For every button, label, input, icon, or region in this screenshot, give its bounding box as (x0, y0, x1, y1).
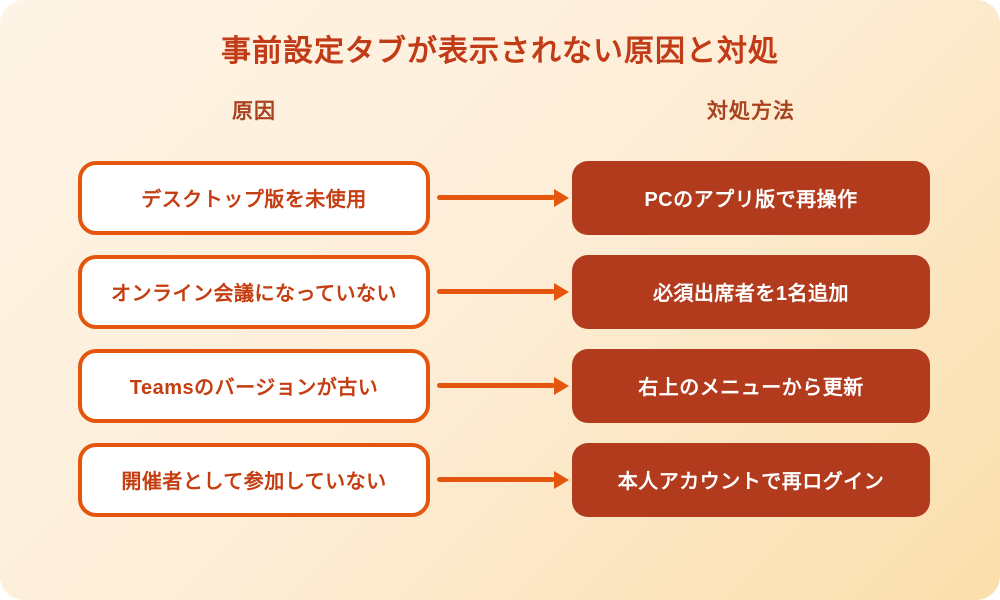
diagram-row: Teamsのバージョンが古い 右上のメニューから更新 (0, 348, 1000, 423)
cause-label: 開催者として参加していない (121, 471, 387, 493)
diagram-row: オンライン会議になっていない 必須出席者を1名追加 (0, 254, 1000, 329)
remedy-box: PCのアプリ版で再操作 (572, 160, 930, 235)
cause-label: Teamsのバージョンが古い (129, 377, 379, 399)
cause-label: オンライン会議になっていない (111, 283, 397, 305)
column-header-remedy: 対処方法 (707, 99, 795, 123)
arrow-head (554, 376, 569, 395)
cause-box: デスクトップ版を未使用 (78, 160, 430, 235)
cause-box: 開催者として参加していない (78, 442, 430, 517)
cause-box: Teamsのバージョンが古い (78, 348, 430, 423)
arrow-line (437, 195, 555, 200)
column-header-cause: 原因 (232, 99, 276, 123)
arrow-right-icon (430, 188, 572, 207)
arrow-line (437, 477, 555, 482)
diagram-row: 開催者として参加していない 本人アカウントで再ログイン (0, 442, 1000, 517)
cause-label: デスクトップ版を未使用 (141, 189, 367, 211)
column-headers: 原因 対処方法 (0, 95, 1000, 125)
diagram-row: デスクトップ版を未使用 PCのアプリ版で再操作 (0, 160, 1000, 235)
arrow-right-icon (430, 282, 572, 301)
remedy-label: PCのアプリ版で再操作 (644, 189, 858, 211)
remedy-box: 右上のメニューから更新 (572, 348, 930, 423)
arrow-head (554, 470, 569, 489)
remedy-label: 必須出席者を1名追加 (652, 283, 850, 305)
arrow-right-icon (430, 376, 572, 395)
remedy-box: 本人アカウントで再ログイン (572, 442, 930, 517)
cause-box: オンライン会議になっていない (78, 254, 430, 329)
remedy-box: 必須出席者を1名追加 (572, 254, 930, 329)
diagram-rows: デスクトップ版を未使用 PCのアプリ版で再操作 オンライン会議になっていない 必… (0, 160, 1000, 517)
page-title: 事前設定タブが表示されない原因と対処 (221, 35, 779, 68)
arrow-right-icon (430, 470, 572, 489)
arrow-line (437, 289, 555, 294)
remedy-label: 右上のメニューから更新 (638, 377, 864, 399)
arrow-head (554, 188, 569, 207)
arrow-line (437, 383, 555, 388)
remedy-label: 本人アカウントで再ログイン (617, 471, 885, 493)
arrow-head (554, 282, 569, 301)
